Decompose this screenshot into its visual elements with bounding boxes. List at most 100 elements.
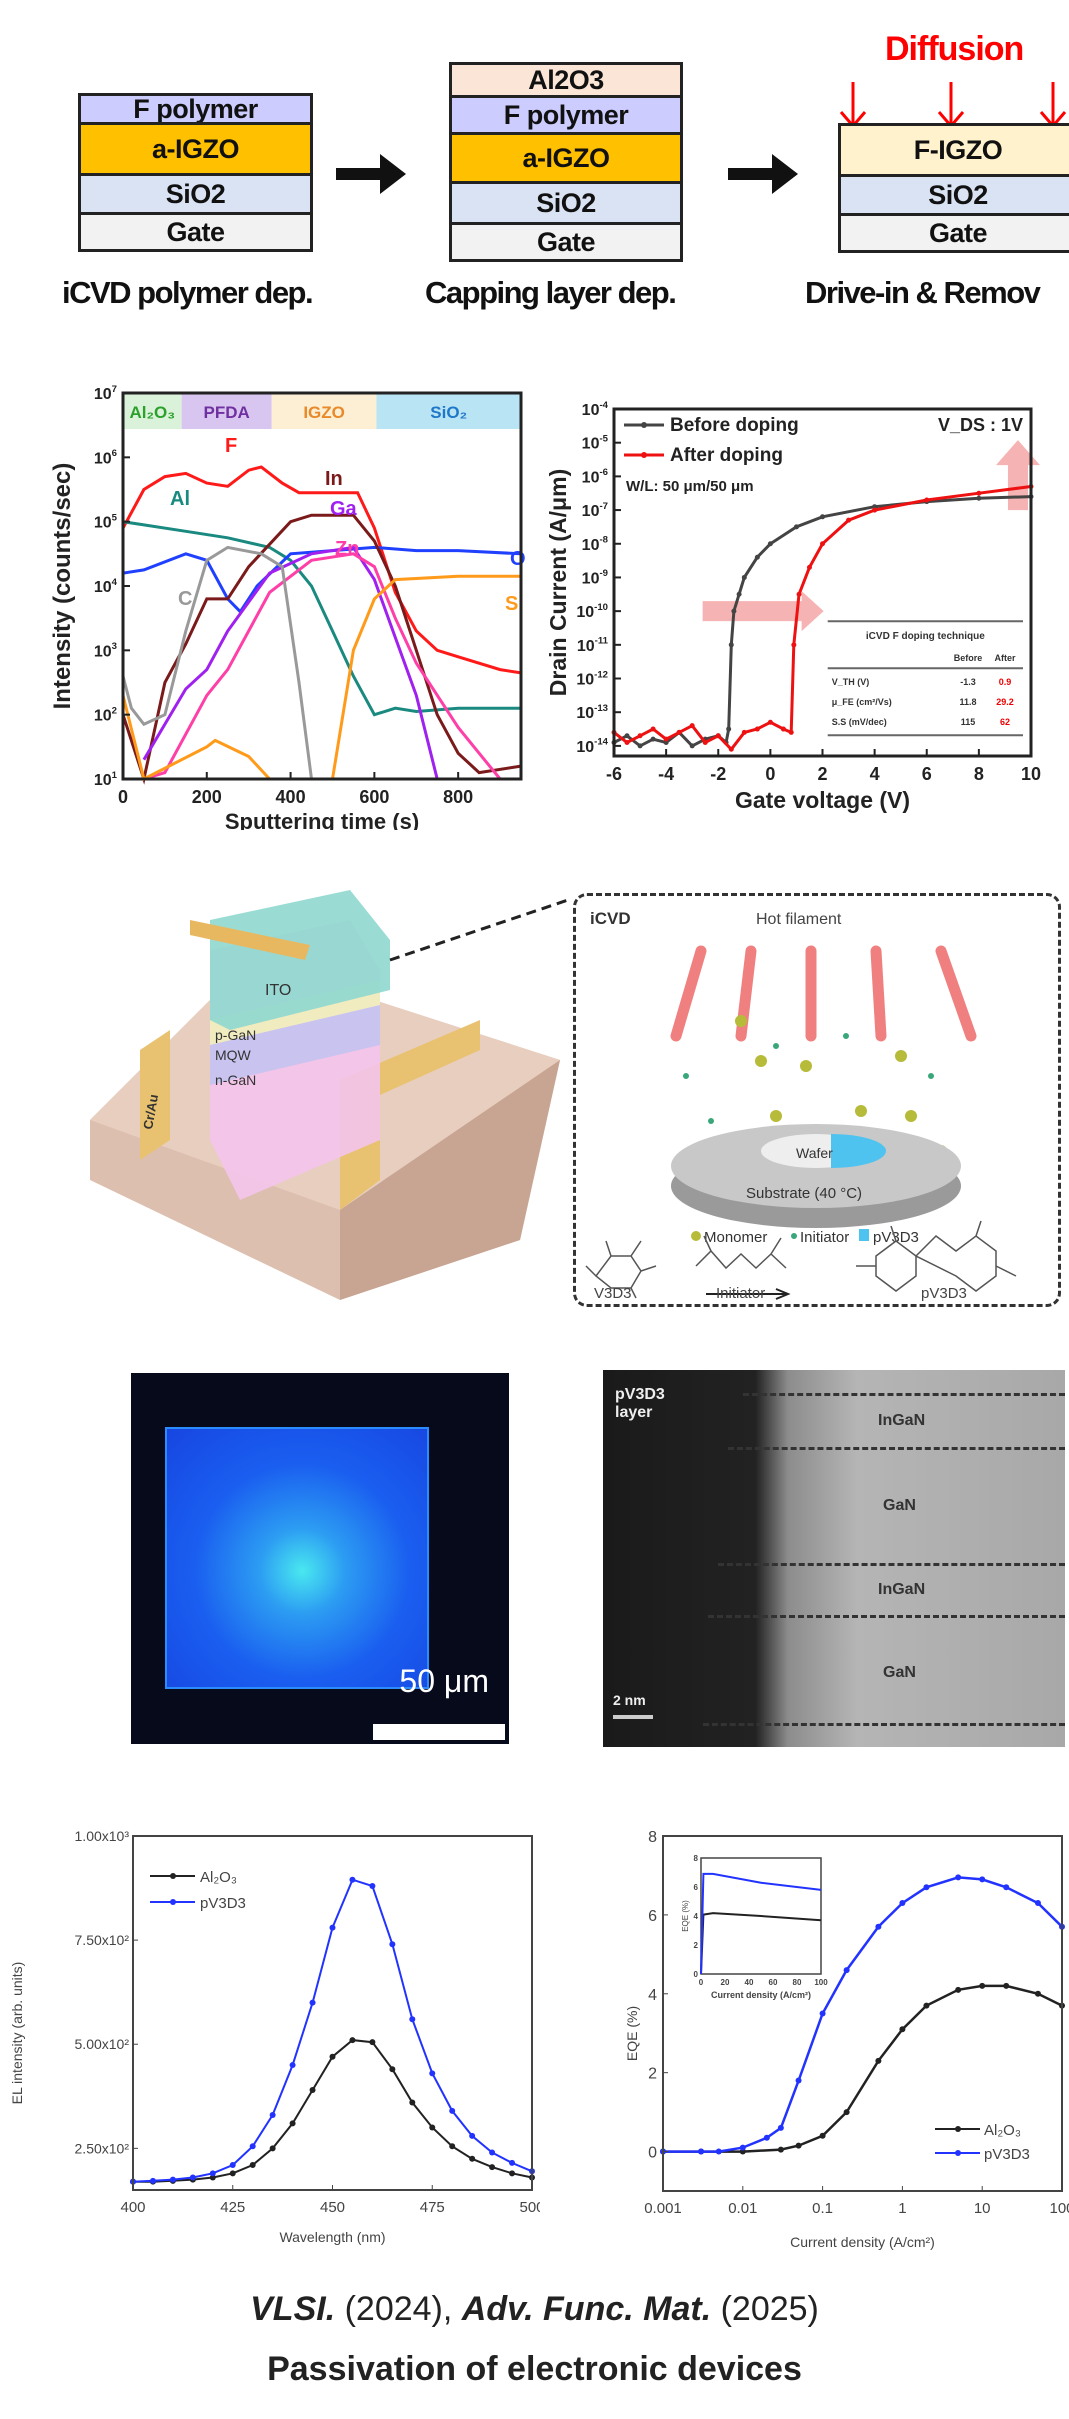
series-label: C — [178, 588, 192, 610]
data-point — [624, 740, 630, 746]
initiator-name: Initiator — [716, 1285, 765, 1302]
vds-label: V_DS : 1V — [938, 415, 1023, 435]
series-line — [613, 485, 1032, 752]
ito-contact — [190, 920, 310, 960]
series-line-o — [122, 545, 522, 615]
x-tick-label: 475 — [420, 2199, 445, 2216]
series-line-f — [121, 465, 522, 675]
data-point — [780, 726, 786, 732]
layer-gate: Gate — [838, 213, 1069, 253]
tem-scale-bar — [613, 1715, 653, 1719]
data-point — [229, 2170, 236, 2177]
icvd-title: iCVD — [590, 909, 631, 928]
legend-marker — [170, 1873, 176, 1879]
table-header: Before — [954, 653, 983, 663]
data-point — [899, 1900, 906, 1907]
x-tick-label: -6 — [606, 764, 622, 784]
y-tick-label: 4 — [648, 1987, 657, 2004]
journal-2: Adv. Func. Mat. — [461, 2290, 712, 2328]
y-tick-label: 10-4 — [582, 400, 609, 419]
data-point — [793, 524, 799, 530]
data-point — [369, 2039, 376, 2046]
data-point — [715, 733, 721, 739]
data-point — [637, 743, 643, 749]
data-point — [689, 723, 695, 729]
y-tick-label: 106 — [94, 448, 117, 467]
data-point — [777, 2146, 784, 2153]
pgan-label: p-GaN — [215, 1027, 256, 1043]
x-axis-label: Wavelength (nm) — [279, 2229, 385, 2245]
data-point — [349, 1876, 356, 1883]
icvd-schematic: iCVD Hot filament Wafer Substrate (40 °C… — [585, 909, 1017, 1302]
x-tick-label: 10 — [974, 2200, 991, 2217]
series-label: F — [225, 435, 237, 457]
data-point — [409, 2016, 416, 2023]
x-axis-label: Sputtering time (s) — [225, 809, 419, 830]
x-tick-label: 100 — [1049, 2200, 1069, 2217]
y-axis-label: EQE (%) — [624, 2006, 640, 2061]
series-label: O — [510, 548, 526, 570]
table-cell: 11.8 — [959, 697, 976, 707]
x-tick-label: 0.01 — [728, 2200, 757, 2217]
caption-title: Passivation of electronic devices — [267, 2350, 802, 2388]
y-tick-label: 10-5 — [582, 433, 609, 452]
data-point — [329, 1924, 336, 1931]
series-line-al — [122, 520, 521, 717]
series-label: Al — [170, 488, 190, 510]
series-label: Ga — [330, 498, 358, 520]
data-point — [389, 1941, 396, 1948]
inset-series-line — [700, 1872, 822, 1975]
data-point — [1034, 1900, 1041, 1907]
inset-y-axis-label: EQE (%) — [681, 1900, 690, 1932]
right-arrow-icon — [728, 154, 798, 194]
data-point — [429, 2070, 436, 2077]
region-label: SiO₂ — [430, 403, 467, 422]
monomer-name: V3D3 — [594, 1285, 632, 1302]
citation-line: VLSI. (2024), Adv. Func. Mat. (2025) — [0, 2290, 1069, 2329]
layer-a-igzo: a-IGZO — [449, 132, 683, 184]
data-point — [449, 2107, 456, 2114]
table-cell: S.S (mV/dec) — [832, 717, 887, 727]
y-tick-label: 5.00x10² — [75, 2036, 130, 2052]
y-tick-label: 10-12 — [576, 669, 608, 688]
data-point — [899, 2026, 906, 2033]
x-tick-label: 450 — [320, 2199, 345, 2216]
region-band — [376, 393, 521, 429]
data-point — [819, 2010, 826, 2017]
data-point — [806, 564, 812, 570]
series-line-c — [121, 545, 313, 780]
y-tick-label: 0 — [648, 2145, 657, 2162]
region-band — [271, 393, 377, 429]
data-point — [726, 726, 732, 732]
data-point — [754, 554, 760, 560]
series-label: Si — [505, 593, 524, 615]
data-point — [731, 608, 737, 614]
y-tick-label: 10-13 — [576, 703, 608, 722]
substrate-label: Substrate (40 °C) — [746, 1185, 862, 1202]
legend-pv3d3: pV3D3 — [873, 1229, 919, 1246]
x-tick-label: 1 — [898, 2200, 906, 2217]
x-tick-label: 0.001 — [644, 2200, 682, 2217]
micro-led-device-illustration: ITO Cr/Au p-GaN MQW n-GaN — [90, 890, 569, 1300]
data-point — [777, 2124, 784, 2131]
data-point — [763, 2134, 770, 2141]
layer-al2o3: Al2O3 — [449, 62, 683, 98]
data-point — [637, 733, 643, 739]
data-point — [741, 574, 747, 580]
transfer-curve-chart: 10-410-510-610-710-810-910-1010-1110-121… — [545, 400, 1041, 813]
y-tick-label: 2 — [648, 2066, 657, 2083]
y-axis-label: Intensity (counts/sec) — [49, 463, 76, 710]
interface-line — [728, 1447, 1065, 1450]
molecular-structures — [585, 1220, 1017, 1300]
data-point — [509, 2170, 516, 2177]
data-point — [329, 2053, 336, 2060]
x-tick-label: 400 — [276, 787, 306, 807]
data-point — [449, 2143, 456, 2150]
legend-label: pV3D3 — [200, 1895, 246, 1912]
polymer-name: pV3D3 — [921, 1285, 967, 1302]
y-axis-label: Drain Current (A/μm) — [545, 469, 571, 696]
data-point — [728, 642, 734, 648]
emitting-pixel — [165, 1427, 429, 1689]
table-title: iCVD F doping technique — [866, 631, 985, 642]
